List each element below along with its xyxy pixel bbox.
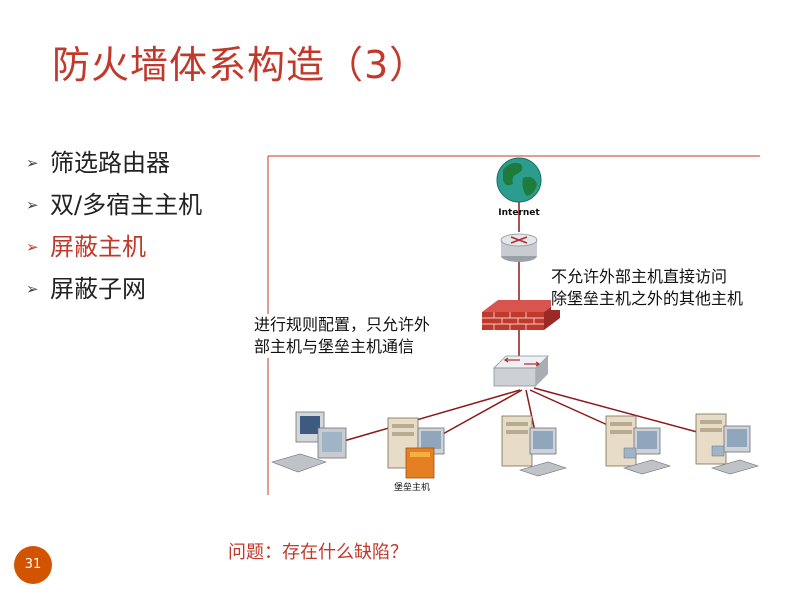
annotation-right-line: 除堡垒主机之外的其他主机 — [551, 289, 744, 308]
arrow-bullet-icon: ➢ — [26, 154, 39, 172]
firewall-icon — [482, 300, 560, 330]
annotation-left-line: 部主机与堡垒主机通信 — [254, 337, 415, 356]
bastion-server-icon — [387, 417, 445, 479]
arrow-bullet-icon: ➢ — [26, 196, 39, 214]
annotation-left: 进行规则配置，只允许外 部主机与堡垒主机通信 — [254, 314, 431, 358]
bullet-item-active: ➢ 屏蔽主机 — [26, 226, 202, 268]
bullet-label: 筛选路由器 — [50, 149, 170, 177]
arrow-bullet-icon: ➢ — [26, 238, 39, 256]
bullet-label: 双/多宿主主机 — [50, 191, 203, 219]
router-icon — [500, 233, 538, 262]
annotation-right-line: 不允许外部主机直接访问 — [551, 267, 728, 286]
question-text: 问题：存在什么缺陷？ — [228, 542, 408, 563]
bullet-item: ➢ 屏蔽子网 — [26, 268, 202, 310]
workstation-icon — [271, 411, 347, 473]
server-icon — [501, 415, 568, 477]
link-switch-bastion — [431, 389, 523, 441]
annotation-right: 不允许外部主机直接访问 除堡垒主机之外的其他主机 — [551, 266, 744, 310]
globe-icon — [496, 157, 542, 203]
link-switch-server3 — [533, 387, 713, 437]
bullet-item: ➢ 双/多宿主主机 — [26, 184, 202, 226]
page-number-badge: 31 — [14, 546, 52, 584]
page-title: 防火墙体系构造（3） — [52, 43, 429, 87]
bastion-label: 堡垒主机 — [394, 481, 430, 493]
server-icon — [695, 413, 760, 475]
bullet-item: ➢ 筛选路由器 — [26, 142, 202, 184]
switch-icon — [493, 355, 549, 387]
bullet-label: 屏蔽子网 — [50, 275, 146, 303]
bullet-list: ➢ 筛选路由器 ➢ 双/多宿主主机 ➢ 屏蔽主机 ➢ 屏蔽子网 — [26, 142, 202, 310]
annotation-left-line: 进行规则配置，只允许外 — [254, 315, 431, 334]
server-icon — [605, 415, 672, 475]
internet-label: Internet — [498, 208, 540, 218]
bullet-label: 屏蔽主机 — [50, 233, 146, 261]
link-switch-workstation — [329, 389, 521, 446]
arrow-bullet-icon: ➢ — [26, 280, 39, 298]
